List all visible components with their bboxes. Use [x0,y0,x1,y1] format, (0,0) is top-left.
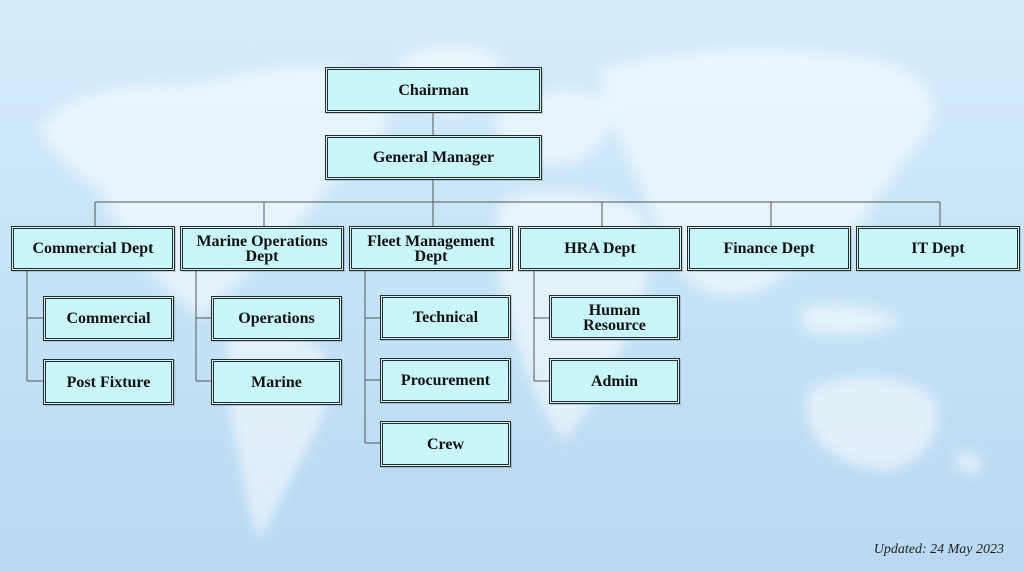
unit-human-resource-box: Human Resource [549,295,680,340]
general-manager-label: General Manager [372,149,495,166]
dept-fleet-management-box: Fleet Management Dept [349,226,513,271]
chairman-label: Chairman [398,81,469,99]
dept-label: HRA Dept [564,240,636,257]
unit-technical-box: Technical [380,295,511,340]
unit-post-fixture-box: Post Fixture [43,359,174,405]
general-manager-box: General Manager [325,135,542,180]
unit-marine-box: Marine [211,359,342,405]
unit-label: Post Fixture [66,373,151,391]
unit-label: Procurement [400,372,491,389]
dept-label: Marine Operations Dept [196,232,328,265]
unit-label: Crew [426,435,465,453]
dept-it-box: IT Dept [856,226,1020,271]
unit-label: Operations [238,310,315,327]
unit-label: Technical [412,309,479,326]
unit-label: Admin [590,372,639,390]
dept-marine-operations-box: Marine Operations Dept [180,226,344,271]
dept-label: IT Dept [911,240,965,257]
dept-label: Commercial Dept [32,240,154,257]
dept-commercial-box: Commercial Dept [11,226,175,271]
dept-label: Fleet Management Dept [367,232,495,265]
unit-label: Human Resource [583,301,646,334]
new-zealand-shape [955,453,981,474]
indonesia-shape [800,304,900,335]
updated-date: Updated: 24 May 2023 [873,542,1004,557]
dept-label: Finance Dept [723,240,815,257]
dept-finance-box: Finance Dept [687,226,851,271]
unit-operations-box: Operations [211,296,342,341]
north-america-shape [40,65,386,320]
unit-admin-box: Admin [549,358,680,404]
unit-label: Commercial [66,310,151,327]
asia-shape [600,49,934,296]
australia-shape [806,377,938,470]
dept-hra-box: HRA Dept [518,226,682,271]
unit-crew-box: Crew [380,421,511,467]
unit-label: Marine [251,373,302,391]
unit-procurement-box: Procurement [380,358,511,403]
chairman-box: Chairman [325,67,542,113]
unit-commercial-box: Commercial [43,296,174,341]
